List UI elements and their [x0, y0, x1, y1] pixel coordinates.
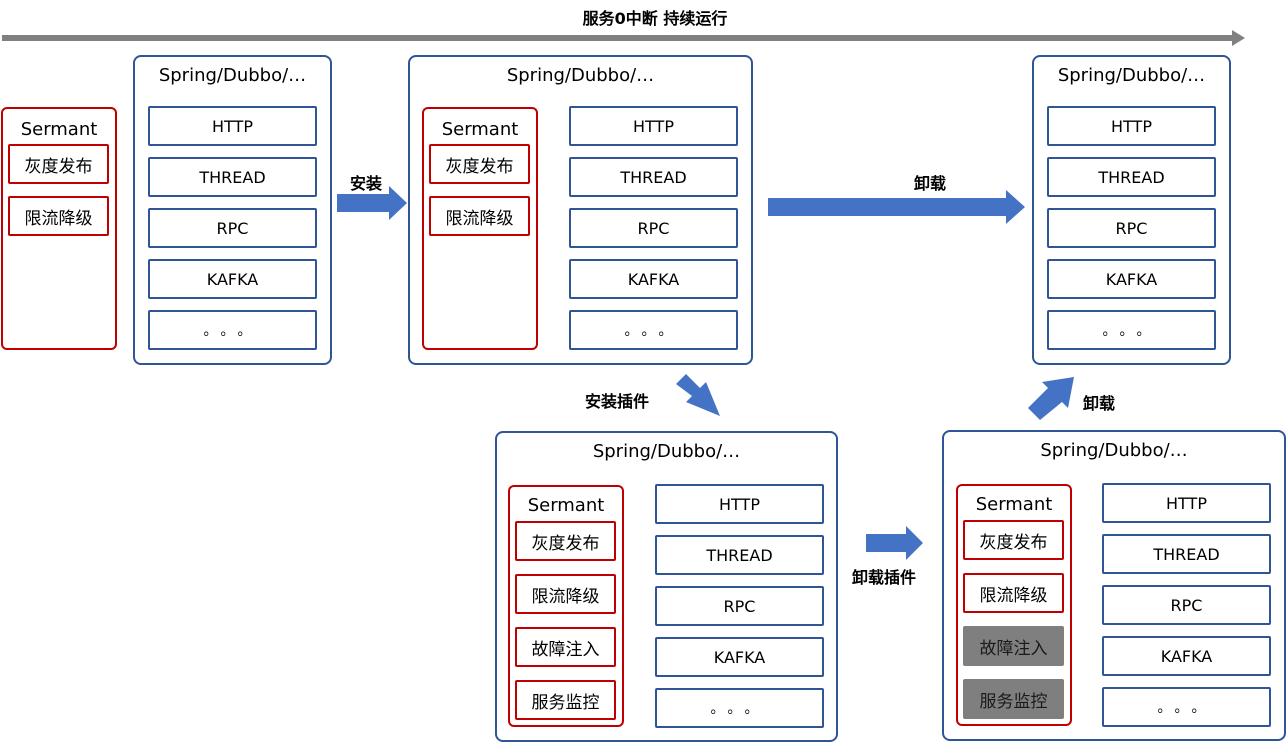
plugin-fault-injection: 故障注入	[515, 627, 616, 667]
module-thread: THREAD	[655, 535, 824, 575]
sermant-title: Sermant	[527, 495, 605, 516]
uninstall-arrow	[768, 190, 1025, 224]
plugin-rate-limit: 限流降级	[429, 196, 530, 236]
uninstall-plugin-arrow	[866, 526, 923, 560]
module-http: HTTP	[655, 484, 824, 524]
framework-title: Spring/Dubbo/…	[158, 65, 307, 86]
uninstall-plugin-label: 卸载插件	[852, 568, 917, 587]
module-kafka: KAFKA	[1102, 636, 1271, 676]
module-more: 。。。	[148, 310, 317, 350]
plugin-gray-release: 灰度发布	[8, 144, 109, 184]
framework-title: Spring/Dubbo/…	[1040, 440, 1188, 461]
module-more: 。。。	[569, 310, 738, 350]
module-more-text: 。。。	[203, 323, 262, 339]
plugin-gray-release: 灰度发布	[429, 144, 530, 184]
timeline-arrow	[2, 30, 1245, 46]
plugin-rate-limit: 限流降级	[515, 574, 616, 614]
module-more-text: 。。。	[710, 701, 769, 717]
install-label: 安装	[350, 174, 383, 193]
uninstall-label: 卸载	[914, 174, 947, 193]
plugin-gray-release: 灰度发布	[515, 521, 616, 561]
module-http: HTTP	[148, 106, 317, 146]
sermant-title: Sermant	[20, 119, 98, 140]
plugin-service-monitor: 服务监控	[515, 680, 616, 720]
module-thread: THREAD	[1047, 157, 1216, 197]
module-kafka: KAFKA	[148, 259, 317, 299]
module-http: HTTP	[1102, 483, 1271, 523]
install-arrow	[337, 186, 407, 220]
install-plugin-label: 安装插件	[585, 392, 650, 411]
plugin-service-monitor-disabled: 服务监控	[963, 679, 1064, 719]
module-rpc: RPC	[148, 208, 317, 248]
module-kafka: KAFKA	[569, 259, 738, 299]
module-more-text: 。。。	[1102, 323, 1161, 339]
module-http: HTTP	[569, 106, 738, 146]
install-plugin-arrow	[676, 374, 720, 416]
module-thread: THREAD	[148, 157, 317, 197]
module-more-text: 。。。	[624, 323, 683, 339]
plugin-gray-release: 灰度发布	[963, 520, 1064, 560]
plugin-rate-limit: 限流降级	[8, 196, 109, 236]
module-http: HTTP	[1047, 106, 1216, 146]
framework-title: Spring/Dubbo/…	[506, 65, 655, 86]
timeline-label: 服务0中断 持续运行	[582, 9, 728, 28]
module-rpc: RPC	[1102, 585, 1271, 625]
uninstall-up-label: 卸载	[1083, 394, 1116, 413]
module-rpc: RPC	[1047, 208, 1216, 248]
module-thread: THREAD	[1102, 534, 1271, 574]
module-thread: THREAD	[569, 157, 738, 197]
module-more: 。。。	[655, 688, 824, 728]
module-rpc: RPC	[655, 586, 824, 626]
module-more: 。。。	[1047, 310, 1216, 350]
sermant-title: Sermant	[975, 494, 1053, 515]
plugin-rate-limit: 限流降级	[963, 573, 1064, 613]
module-kafka: KAFKA	[1047, 259, 1216, 299]
module-kafka: KAFKA	[655, 637, 824, 677]
sermant-title: Sermant	[441, 119, 519, 140]
uninstall-up-arrow	[1028, 377, 1074, 420]
framework-title: Spring/Dubbo/…	[592, 441, 741, 462]
module-rpc: RPC	[569, 208, 738, 248]
framework-title: Spring/Dubbo/…	[1057, 65, 1206, 86]
module-more: 。。。	[1102, 687, 1271, 727]
module-more-text: 。。。	[1157, 700, 1216, 716]
plugin-fault-injection-disabled: 故障注入	[963, 626, 1064, 666]
